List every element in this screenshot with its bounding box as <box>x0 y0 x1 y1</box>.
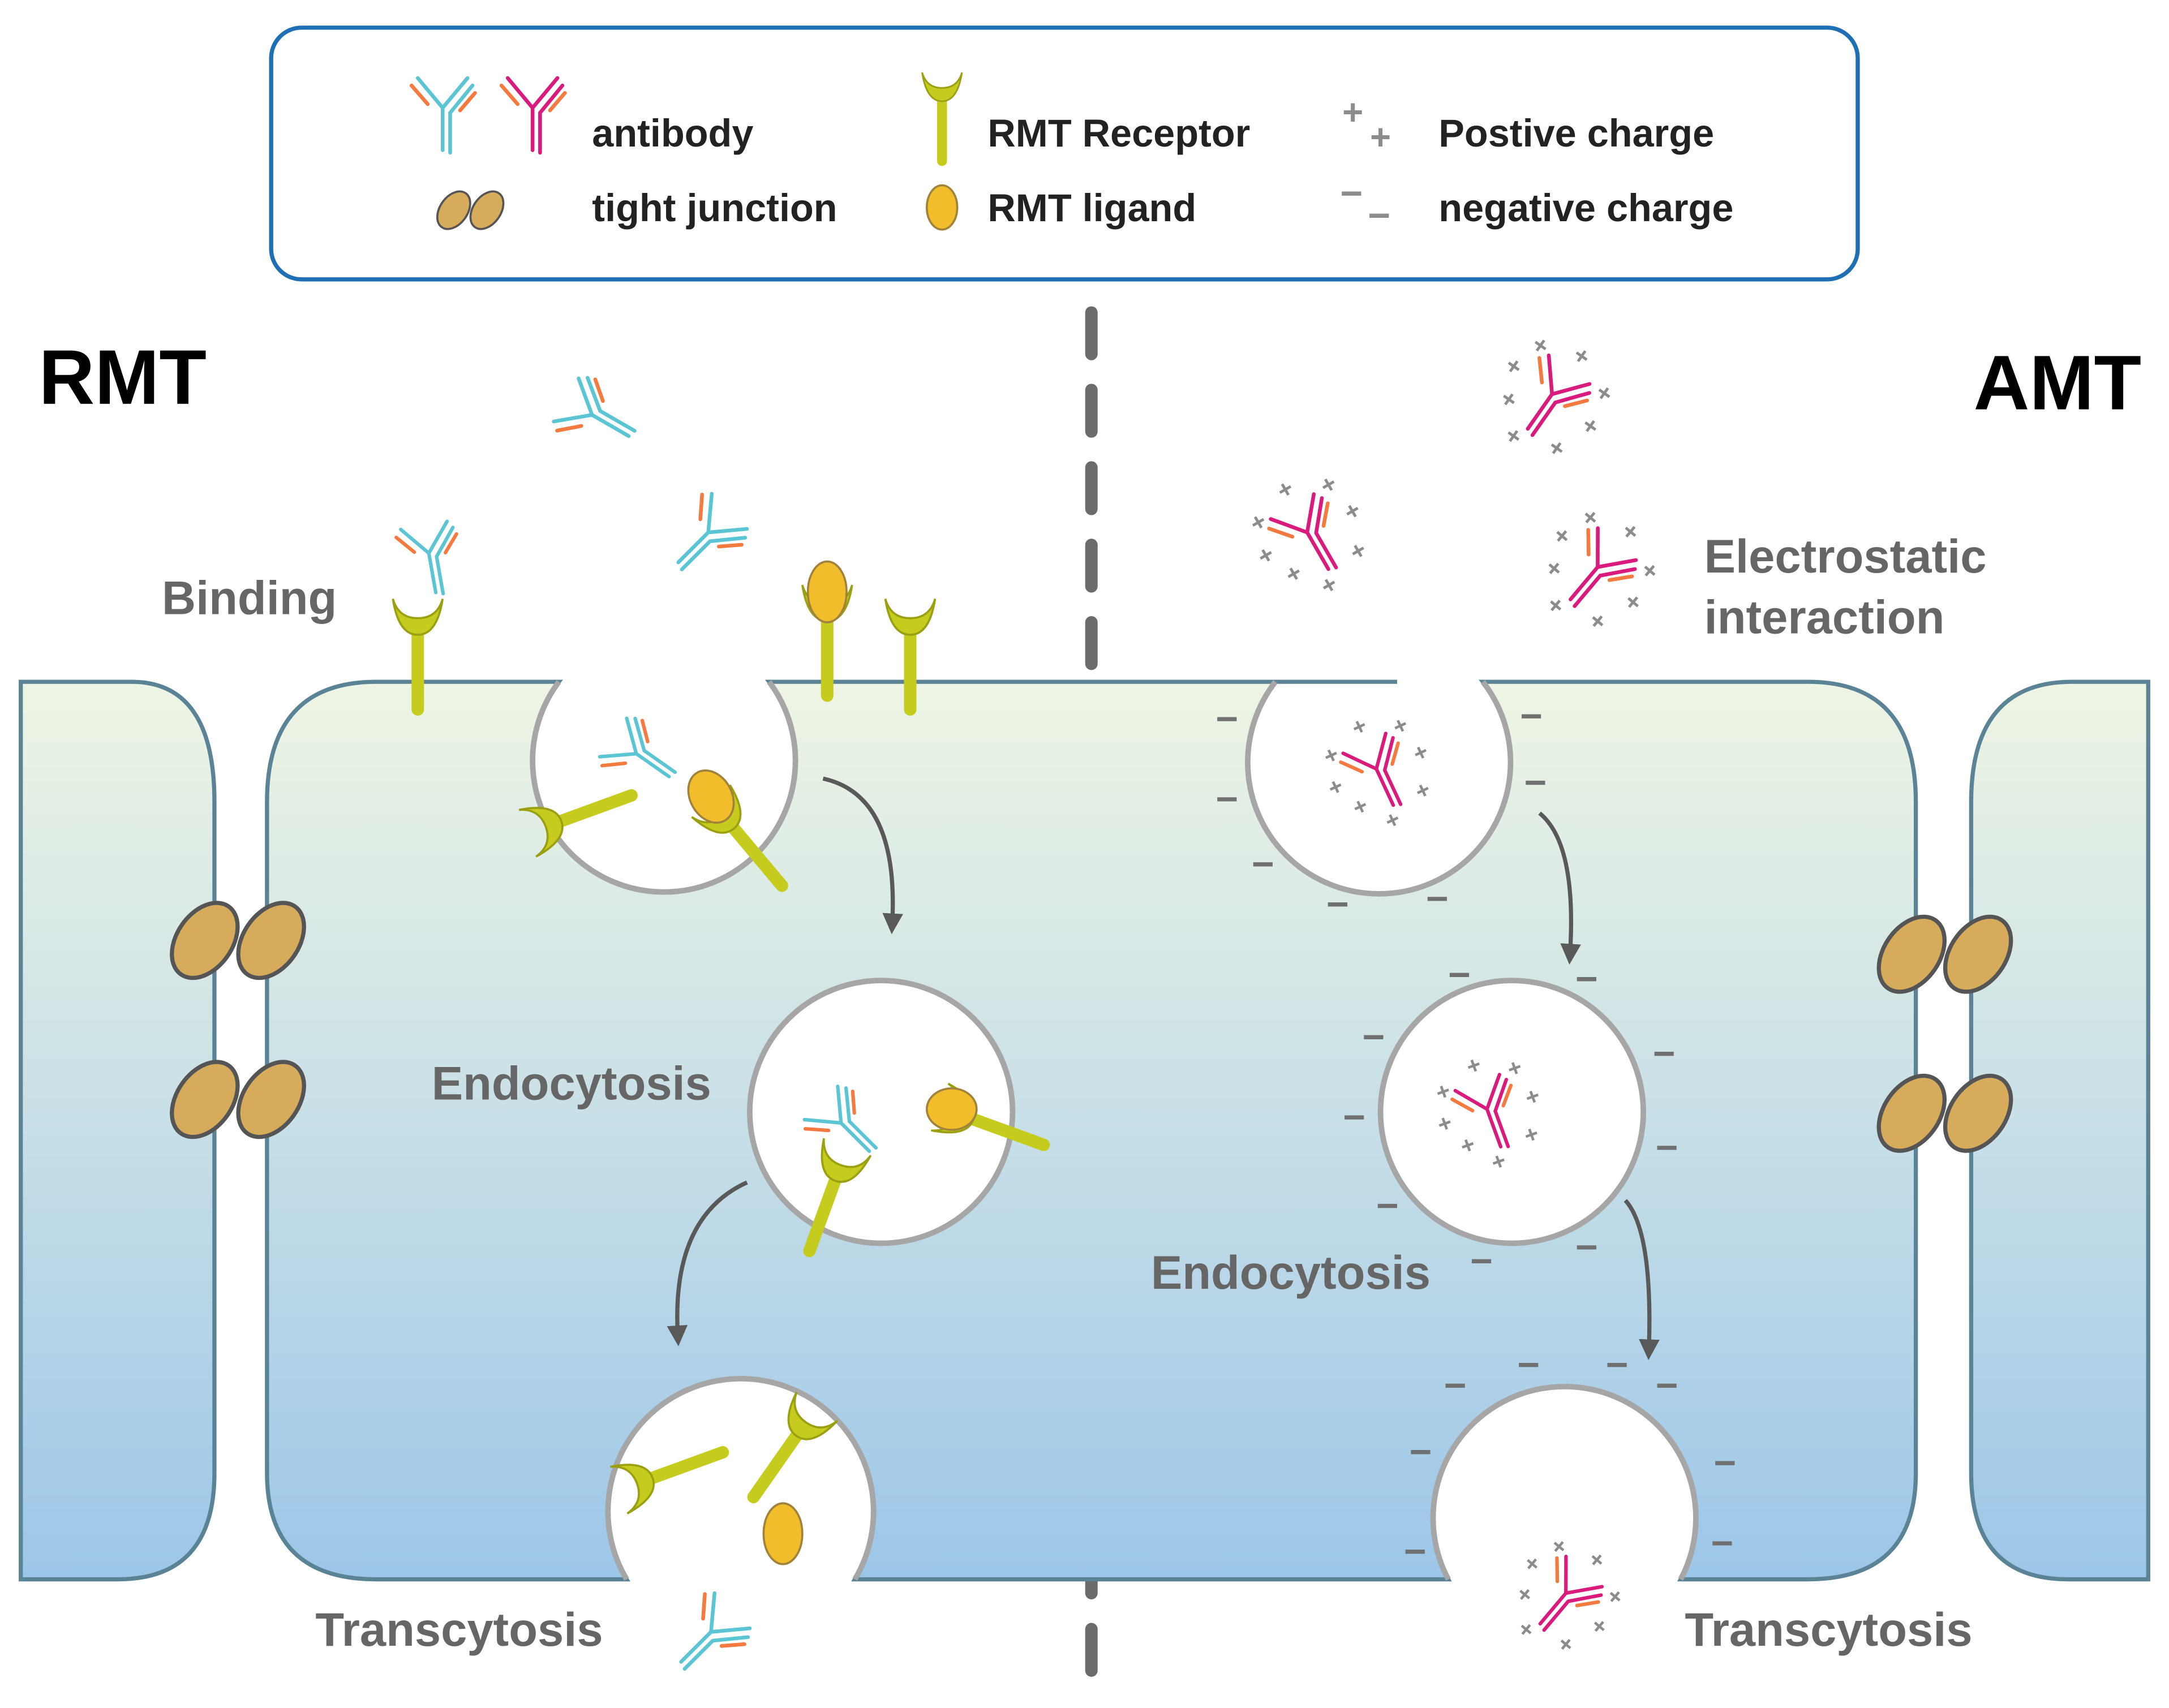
left-neighbor-cell <box>19 679 217 1582</box>
amt-transcytosis-label: Transcytosis <box>1685 1603 1972 1656</box>
legend-positive-charge-icon: + + <box>1342 92 1391 157</box>
amt-endocytic-vesicle <box>1377 978 1646 1246</box>
legend-receptor-label: RMT Receptor <box>987 111 1250 155</box>
legend-box <box>269 25 1860 282</box>
rmt-exocytic-vesicle <box>605 1376 877 1581</box>
amt-invagination <box>1245 680 1514 897</box>
legend-ligand-label: RMT ligand <box>987 186 1196 230</box>
svg-text:+: + <box>1342 92 1363 132</box>
rmt-binding-label: Binding <box>162 571 337 624</box>
rmt-endocytosis-label: Endocytosis <box>432 1057 711 1109</box>
legend-positive-charge-label: Postive charge <box>1438 111 1714 155</box>
rmt-invagination <box>530 680 798 895</box>
legend-negative-charge-icon <box>1342 191 1389 218</box>
legend-ligand-icon <box>926 184 959 231</box>
amt-endocytosis-label: Endocytosis <box>1151 1246 1431 1299</box>
rmt-transcytosis-label: Transcytosis <box>315 1603 603 1656</box>
legend-antibody-label: antibody <box>592 111 753 155</box>
amt-title: AMT <box>1974 340 2141 427</box>
rmt-endocytic-vesicle <box>747 978 1016 1246</box>
right-neighbor-cell <box>1969 679 2150 1582</box>
negative-charges <box>1217 714 1735 1554</box>
amt-arrows <box>1538 811 1660 1361</box>
legend-tight-junction-label: tight junction <box>592 186 837 230</box>
rmt-ligand <box>687 560 978 1565</box>
amt-electrostatic-label-1: Electrostatic <box>1704 530 1987 583</box>
endothelial-cell <box>265 679 1918 1582</box>
rmt-title: RMT <box>39 334 207 421</box>
rmt-arrows <box>667 776 904 1346</box>
amt-electrostatic-label-2: interaction <box>1704 591 1945 644</box>
svg-text:+: + <box>1370 117 1391 157</box>
legend-negative-charge-label: negative charge <box>1438 186 1733 230</box>
amt-exocytic-vesicle <box>1430 1383 1699 1581</box>
